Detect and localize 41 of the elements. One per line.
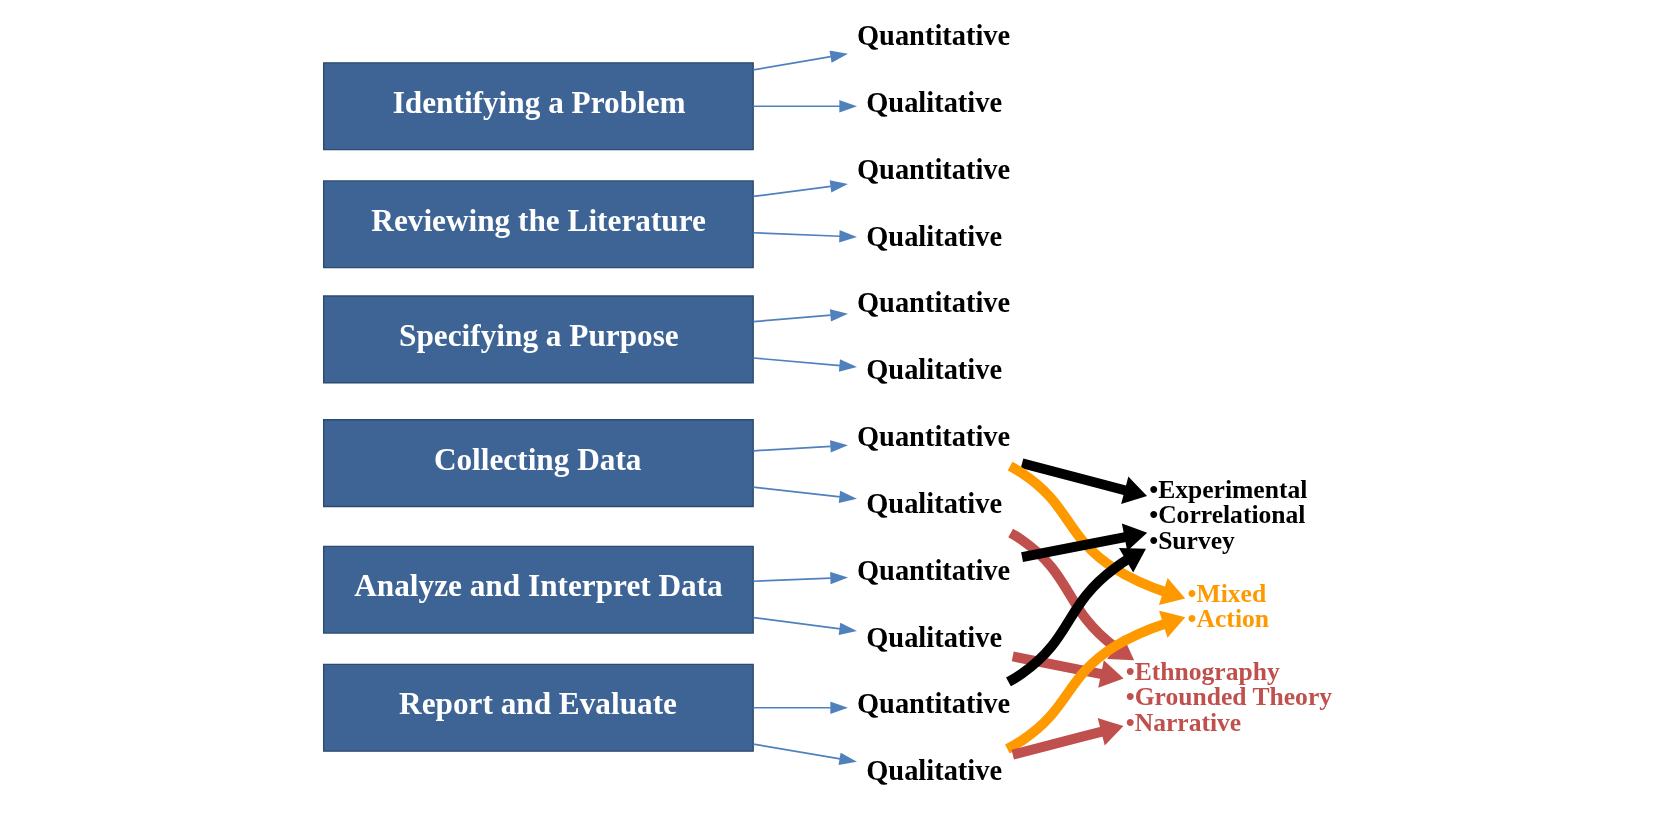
arrow [751, 701, 848, 714]
node-box: Identifying a Problem [322, 62, 754, 151]
node-text: Quantitative [856, 20, 1010, 52]
node-text: •Experimental •Correlational •Survey [1148, 474, 1307, 556]
node-text: Qualitative [865, 220, 1002, 252]
node-text: Quantitative [856, 153, 1010, 185]
node-text: Quantitative [856, 554, 1010, 586]
node-box: Analyze and Interpret Data [322, 545, 754, 634]
arrow [751, 100, 857, 113]
arrow [1011, 651, 1124, 688]
node-text: Qualitative [865, 354, 1002, 386]
node-text: Qualitative [865, 755, 1002, 787]
node-text: Quantitative [856, 287, 1010, 319]
arrow [751, 571, 848, 585]
arrow [751, 180, 848, 198]
arrow [751, 309, 848, 323]
node-text: Quantitative [856, 688, 1010, 720]
arrow [1005, 548, 1146, 687]
node-box: Specifying a Purpose [322, 295, 754, 384]
node-text: Qualitative [865, 86, 1002, 118]
arrow [751, 616, 857, 635]
arrow [751, 440, 848, 453]
node-text: Quantitative [856, 421, 1010, 453]
node-box: Report and Evaluate [322, 663, 754, 752]
arrow [751, 743, 857, 765]
arrow [1007, 461, 1185, 605]
node-text: Qualitative [865, 621, 1002, 653]
arrow [1020, 458, 1147, 504]
node-box: Reviewing the Literature [322, 180, 754, 269]
arrow [1020, 523, 1147, 563]
arrow [751, 357, 857, 372]
node-box: Collecting Data [322, 419, 754, 508]
arrow [751, 486, 857, 503]
arrow [751, 230, 857, 243]
node-text: Qualitative [865, 487, 1002, 519]
arrow [1010, 718, 1124, 760]
node-text: •Mixed •Action [1187, 578, 1269, 634]
arrow [1004, 610, 1185, 754]
node-text: •Ethnography •Grounded Theory •Narrative [1125, 656, 1332, 738]
arrow [1007, 528, 1134, 661]
arrow [751, 50, 848, 71]
